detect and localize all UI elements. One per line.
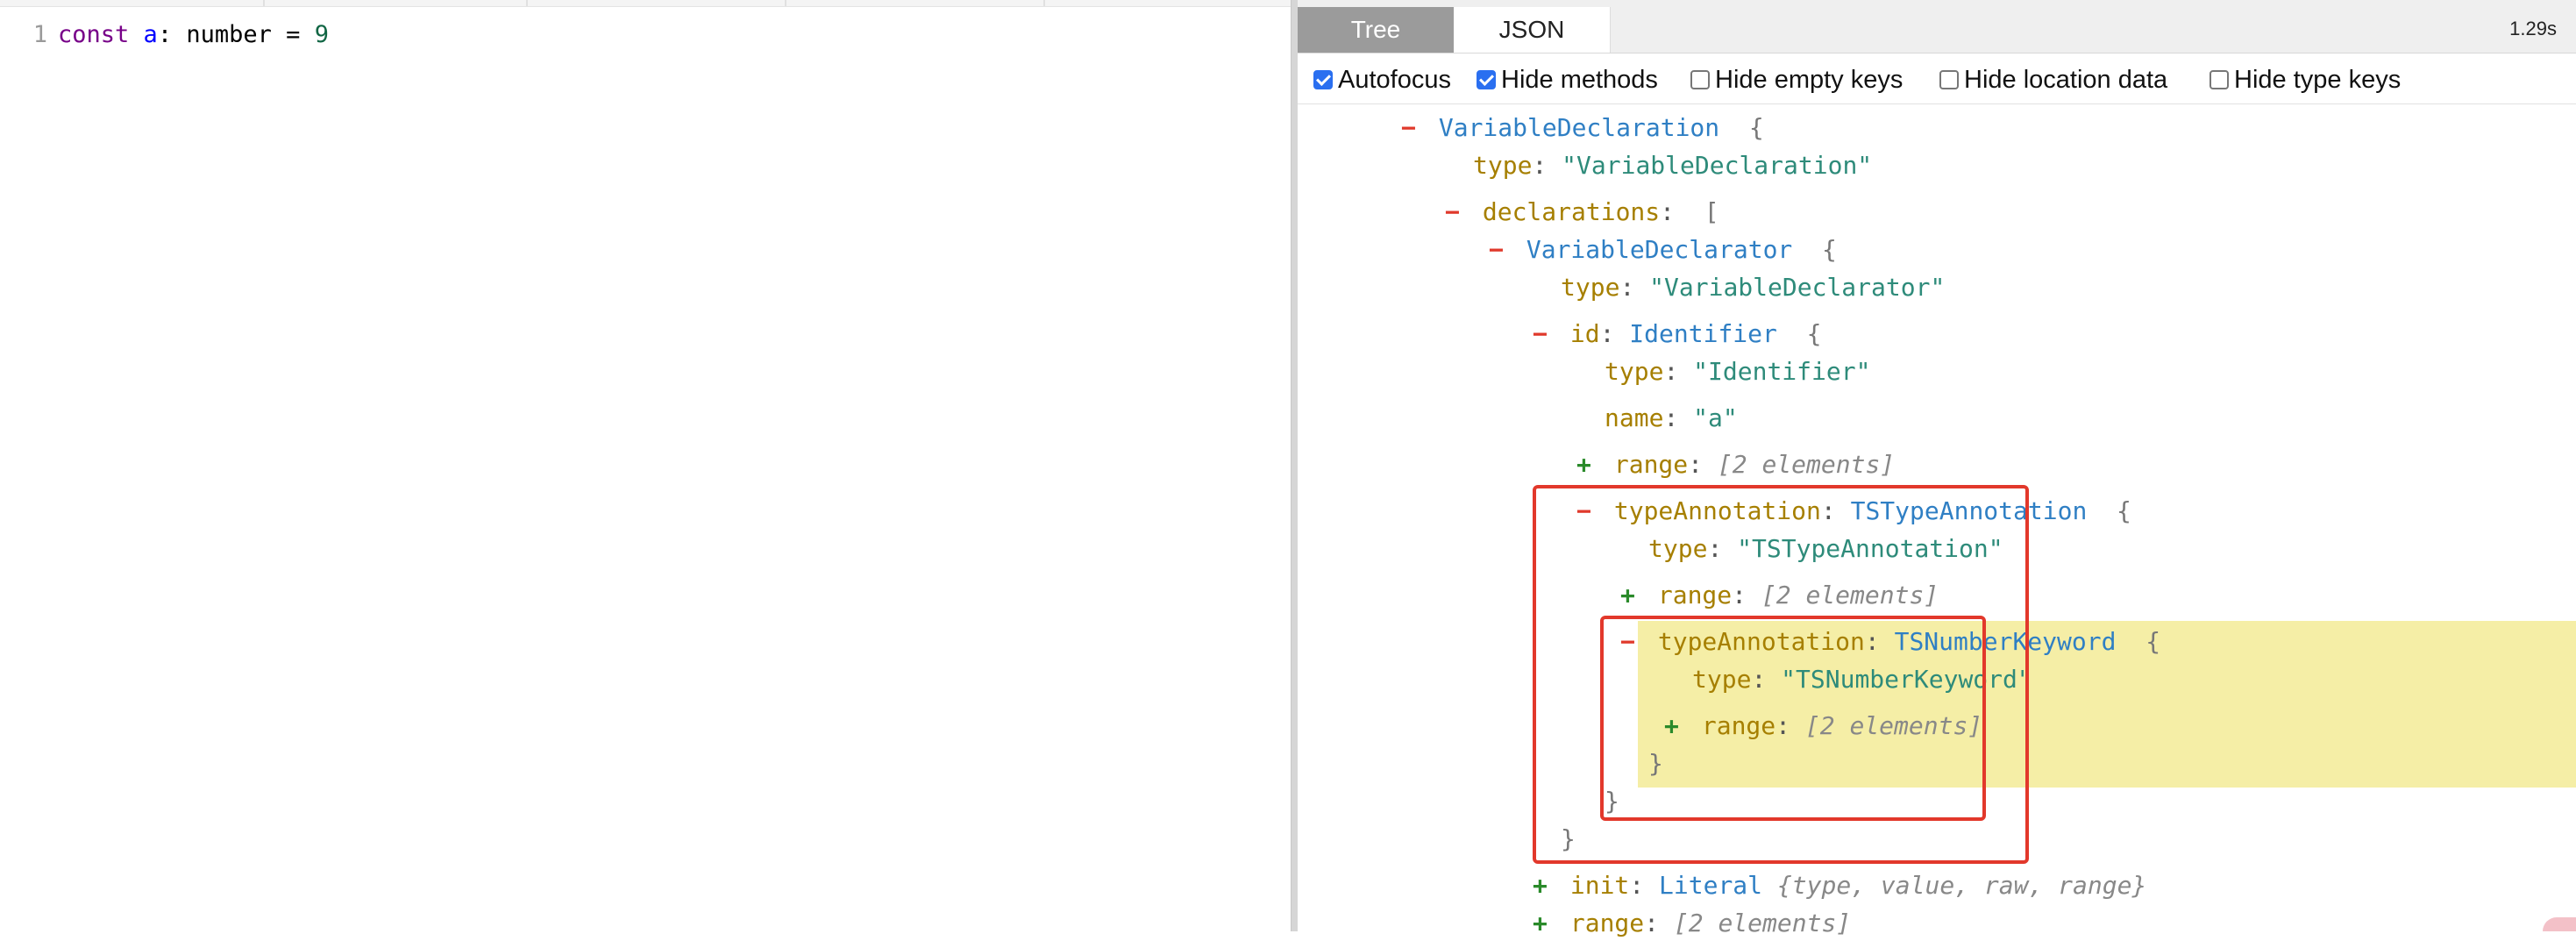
collapse-toggle[interactable]: − (1445, 197, 1460, 226)
tree-options: Autofocus Hide methods Hide empty keys H… (1298, 54, 2576, 104)
tree-node-range[interactable]: + range: [2 elements] (1664, 709, 1982, 744)
option-label: Autofocus (1338, 65, 1451, 94)
tree-node-nested-type-annotation[interactable]: − typeAnnotation: TSNumberKeyword { (1620, 624, 2160, 659)
annotation-box-inner (1600, 616, 1986, 821)
code-editor[interactable]: 1 const a: number = 9 (0, 7, 1291, 931)
code-identifier: a (143, 21, 158, 48)
tree-property: type: "VariableDeclarator" (1561, 273, 1946, 302)
expand-toggle[interactable]: + (1533, 871, 1548, 900)
option-autofocus[interactable]: Autofocus (1313, 65, 1451, 95)
autofocus-checkbox[interactable] (1313, 70, 1333, 89)
tree-property: type: "TSTypeAnnotation" (1648, 534, 2003, 563)
collapse-toggle[interactable]: − (1489, 235, 1504, 264)
tree-node-range[interactable]: + range: [2 elements] (1620, 578, 1939, 613)
option-label: Hide location data (1964, 65, 2168, 94)
code-number: 9 (314, 21, 329, 48)
closing-brace: } (1648, 749, 1663, 778)
tree-property: type: "Identifier" (1605, 357, 1871, 386)
corner-badge (2543, 917, 2576, 931)
expand-toggle[interactable]: + (1664, 711, 1679, 740)
line-number: 1 (32, 21, 47, 48)
tree-node-declarations[interactable]: − declarations: [ (1445, 195, 1719, 230)
code-colon: : (157, 21, 173, 48)
expand-toggle[interactable]: + (1533, 909, 1548, 937)
expand-toggle[interactable]: + (1576, 450, 1591, 479)
strip-separator (526, 0, 528, 6)
ast-panel: Tree JSON 1.29s Autofocus Hide methods H… (1298, 0, 2576, 937)
strip-separator (785, 0, 786, 6)
tree-property: name: "a" (1605, 403, 1738, 432)
tree-node-range[interactable]: + range: [2 elements] (1533, 906, 1851, 941)
collapse-toggle[interactable]: − (1576, 496, 1591, 525)
top-strip (0, 0, 1291, 7)
parse-time: 1.29s (2509, 18, 2557, 39)
tree-node-type-annotation[interactable]: − typeAnnotation: TSTypeAnnotation { (1576, 494, 2131, 529)
tree-node-range[interactable]: + range: [2 elements] (1576, 447, 1895, 482)
expand-toggle[interactable]: + (1620, 581, 1635, 610)
code-equals: = (286, 21, 301, 48)
tab-json[interactable]: JSON (1454, 7, 1611, 53)
hide-type-keys-checkbox[interactable] (2210, 70, 2229, 89)
code-line-1[interactable]: 1 const a: number = 9 (0, 16, 329, 54)
code-keyword: const (58, 21, 130, 48)
option-hide-methods[interactable]: Hide methods (1477, 65, 1658, 95)
collapse-toggle[interactable]: − (1401, 113, 1416, 142)
tree-node-variable-declarator[interactable]: − VariableDeclarator { (1489, 232, 1837, 267)
hide-empty-keys-checkbox[interactable] (1690, 70, 1710, 89)
closing-brace: } (1605, 787, 1619, 816)
pane-resize-handle[interactable] (1291, 0, 1298, 931)
selected-node-highlight (1638, 621, 2576, 788)
hide-methods-checkbox[interactable] (1477, 70, 1496, 89)
option-label: Hide empty keys (1715, 65, 1904, 94)
collapse-toggle[interactable]: − (1620, 627, 1635, 656)
tree-property: type: "TSNumberKeyword" (1692, 665, 2032, 694)
option-hide-type-keys[interactable]: Hide type keys (2210, 65, 2401, 95)
annotation-box-outer (1533, 485, 2029, 864)
panel-tab-bar: Tree JSON 1.29s (1298, 0, 2576, 53)
tree-property: type: "VariableDeclaration" (1473, 151, 1873, 180)
closing-brace: } (1561, 824, 1576, 853)
strip-separator (1043, 0, 1045, 6)
tree-node-init[interactable]: + init: Literal {type, value, raw, range… (1533, 868, 2146, 903)
option-hide-empty-keys[interactable]: Hide empty keys (1690, 65, 1903, 95)
ast-tree: − VariableDeclaration { type: "VariableD… (1298, 103, 2576, 937)
option-hide-location-data[interactable]: Hide location data (1939, 65, 2167, 95)
collapse-toggle[interactable]: − (1533, 319, 1548, 348)
code-type: number (186, 21, 272, 48)
strip-separator (263, 0, 265, 6)
tree-node-id[interactable]: − id: Identifier { (1533, 317, 1821, 352)
tab-tree[interactable]: Tree (1298, 7, 1454, 53)
tree-node-variable-declaration[interactable]: − VariableDeclaration { (1401, 110, 1764, 146)
option-label: Hide methods (1501, 65, 1658, 94)
option-label: Hide type keys (2234, 65, 2402, 94)
hide-location-data-checkbox[interactable] (1939, 70, 1959, 89)
